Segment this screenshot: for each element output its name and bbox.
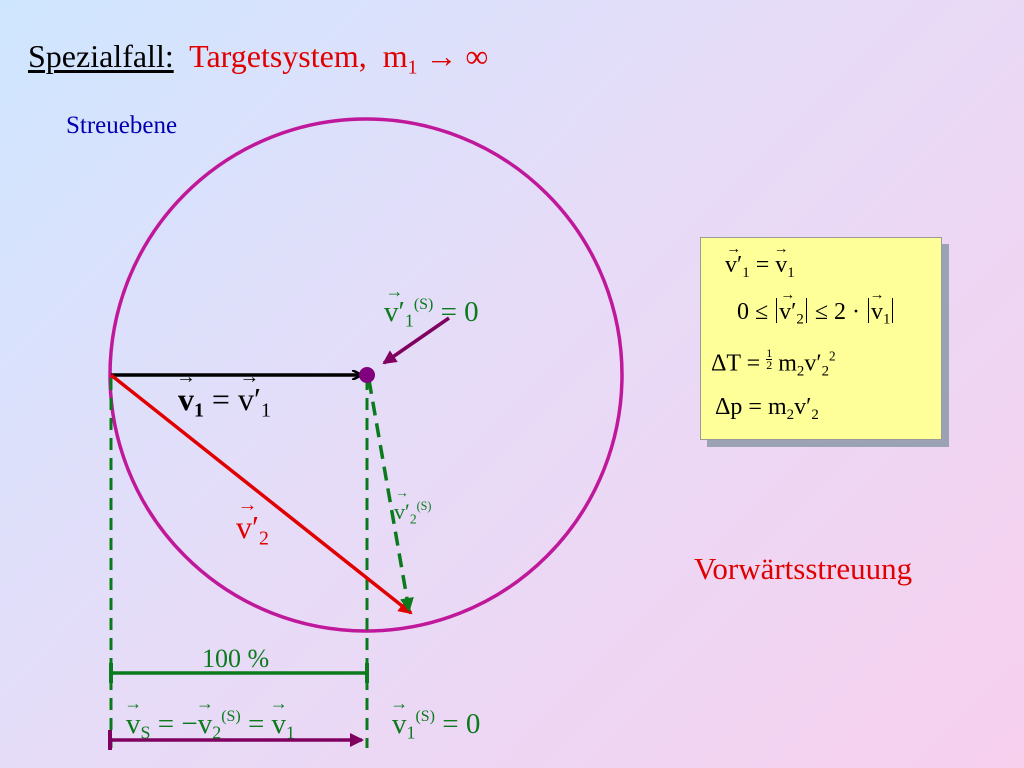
scattering-circle [108, 117, 624, 633]
label-v1prime-s-zero: v′1(S) = 0 [384, 288, 479, 338]
label-100-percent: 100 % [202, 644, 270, 673]
label-v1-s-zero: v1(S) = 0 [392, 700, 480, 750]
v2-prime-arrow [109, 373, 413, 615]
title-infinity: ∞ [465, 38, 489, 74]
pointer-arrow [382, 316, 450, 365]
label-v2prime: v′2 [236, 510, 269, 555]
label-v1-equals-v1prime: v1 = v′1 [178, 382, 271, 427]
label-streuebene: Streuebene [66, 112, 178, 139]
formula-v1prime-equals-v1: v′1 = v1 [725, 252, 795, 282]
label-vs-equation: vS = −v2(S) = v1 [126, 700, 295, 750]
title-topic: Targetsystem, [189, 38, 367, 74]
title-mass: m1 [382, 38, 418, 79]
formula-delta-p: Δp = m2v′2 [715, 394, 819, 423]
formula-box: v′1 = v1 0 ≤ v′2 ≤ 2 · v1 ΔT = 12 m2v′22… [700, 237, 942, 440]
center-point [359, 367, 375, 383]
label-v2prime-s: v′2(S) [394, 489, 431, 536]
formula-v2prime-bounds: 0 ≤ v′2 ≤ 2 · v1 [737, 298, 895, 329]
page-title: Spezialfall: Targetsystem, m1 → ∞ [28, 36, 488, 87]
title-lead: Spezialfall: [28, 38, 174, 74]
title-arrow: → [425, 38, 458, 74]
label-vorwaertsstreuung: Vorwärtsstreuung [694, 551, 913, 586]
v2-prime-s-arrow [367, 379, 414, 612]
